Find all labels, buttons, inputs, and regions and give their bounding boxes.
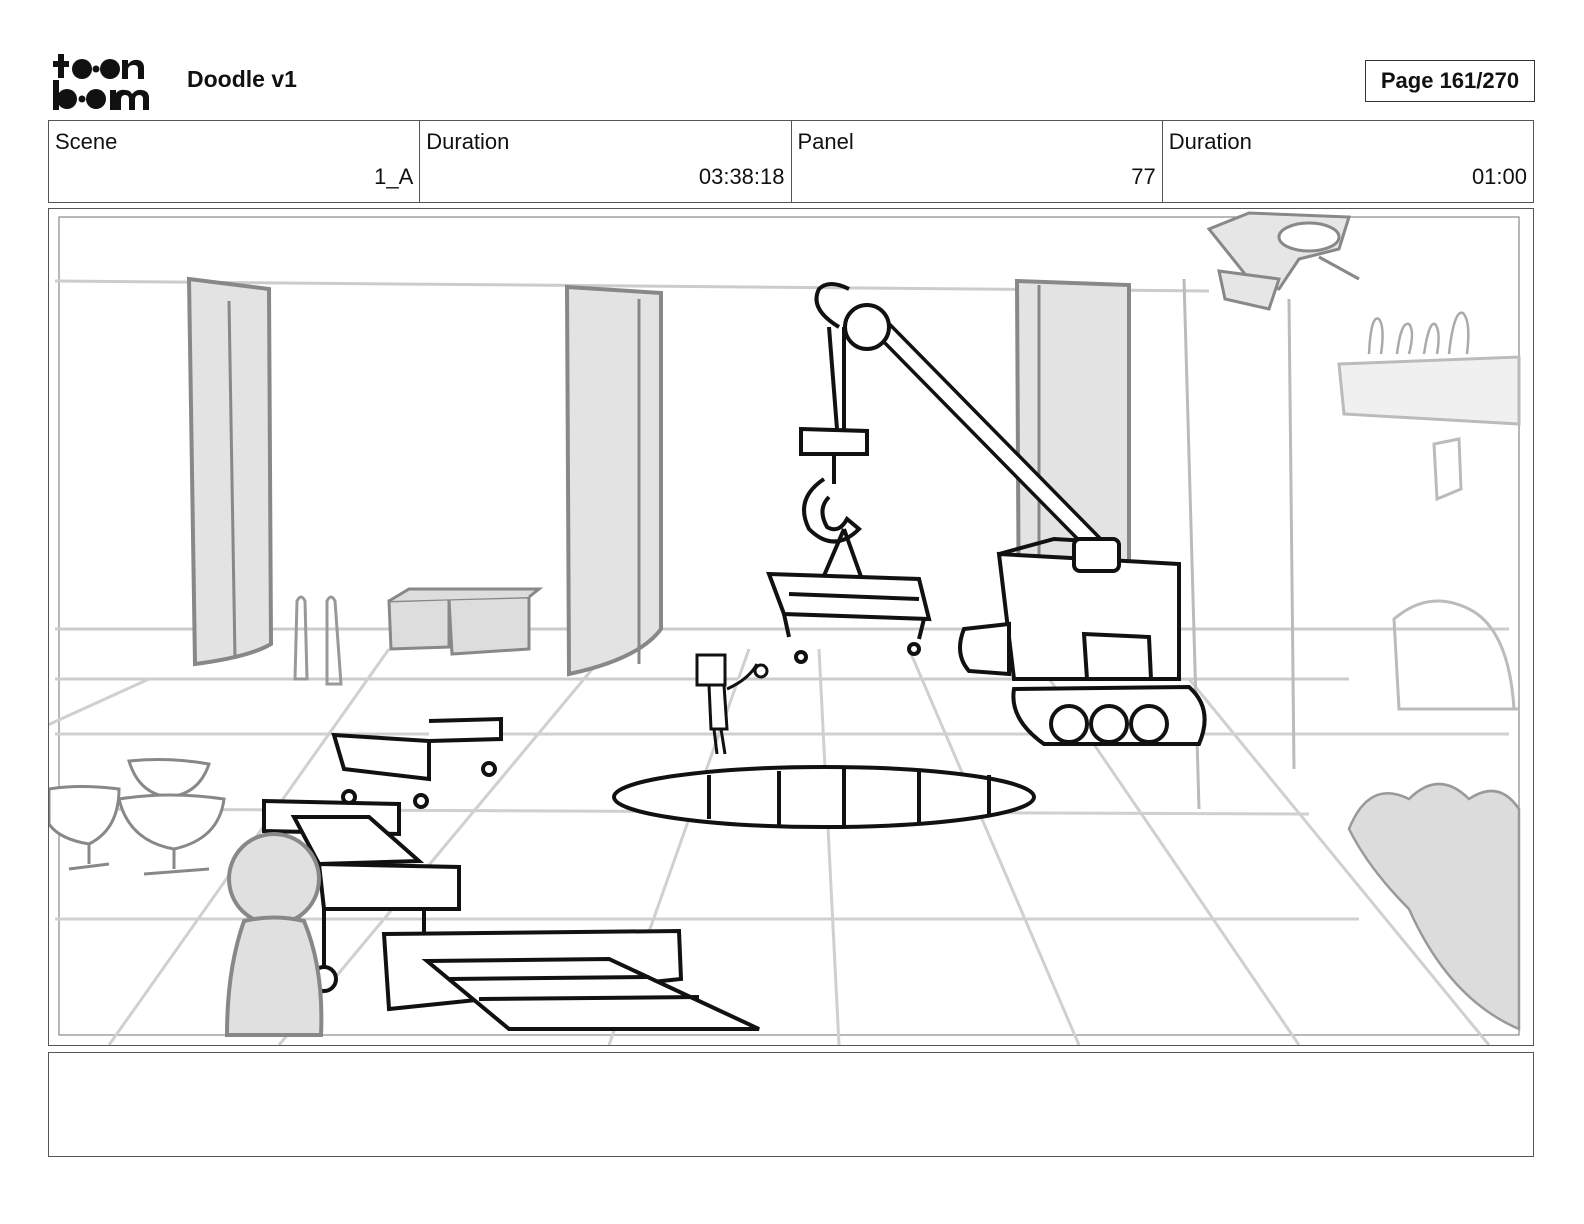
balcony-figures — [1367, 311, 1470, 355]
storyboard-sketch — [49, 211, 1521, 1045]
document-title: Doodle v1 — [187, 66, 297, 92]
scene-cell: Scene 1_A — [49, 121, 419, 202]
crowd — [1347, 782, 1521, 1031]
panel-notes — [48, 1052, 1534, 1157]
carts — [262, 716, 760, 1031]
stage-lights — [1206, 211, 1360, 311]
floor-hole — [612, 765, 1036, 829]
chairs — [49, 758, 226, 876]
scene-label: Scene — [55, 129, 118, 154]
panel-duration-label: Duration — [1168, 129, 1252, 154]
hanging-pallet — [766, 571, 932, 664]
foreground-figure — [224, 832, 324, 1037]
toon-boom-logo — [53, 54, 149, 110]
background-figures — [293, 595, 343, 686]
panel-duration-value: 01:00 — [1471, 164, 1527, 189]
scene-duration-value: 03:38:18 — [698, 164, 785, 189]
character — [695, 653, 769, 755]
storyboard-panel — [48, 208, 1534, 1046]
back-boxes — [387, 587, 544, 656]
scene-duration-label: Duration — [426, 129, 510, 154]
scene-value: 1_A — [374, 164, 414, 189]
panel-cell: Panel 77 — [790, 121, 1162, 202]
panel-info-table: Scene 1_A Duration 03:38:18 Panel 77 Dur… — [48, 120, 1534, 203]
pillars — [186, 276, 1131, 677]
panel-value: 77 — [1131, 164, 1156, 189]
scene-duration-cell: Duration 03:38:18 — [419, 121, 790, 202]
right-wall — [1182, 278, 1521, 810]
page-indicator: Page 161/270 — [1365, 60, 1535, 102]
crane — [799, 282, 1207, 746]
panel-duration-cell: Duration 01:00 — [1161, 121, 1533, 202]
panel-label: Panel — [797, 129, 854, 154]
